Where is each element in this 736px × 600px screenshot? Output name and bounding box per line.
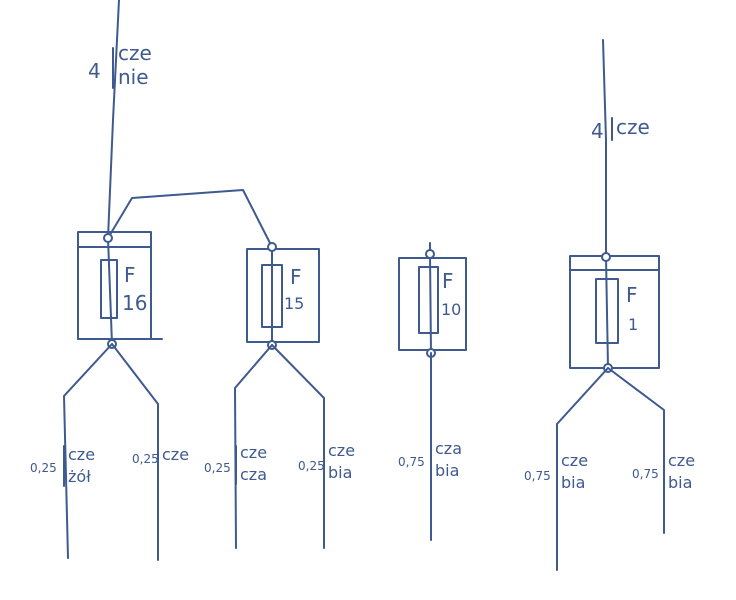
output-o1-size: 0,25 [30,461,57,475]
fuse-f10-letter: F [442,269,454,293]
fuse-f10-wire [429,253,432,354]
output-o2-size: 0,25 [132,452,159,466]
output-o5-color1: cza [435,439,462,458]
output-o3-color1: cze [240,443,267,462]
fuse-f16-wire [107,237,113,345]
output-o7-color2: bia [668,473,692,492]
output-o4-color2: bia [328,463,352,482]
output-o6-color2: bia [561,473,585,492]
fuse-f1-top-terminal [601,252,611,262]
fuse-f16-number: 16 [122,291,147,315]
fuse-f10-element [418,266,439,334]
output-o1-color2: żół [68,467,91,486]
output-o7-size: 0,75 [632,467,659,481]
fuse-f1-number: 1 [628,315,638,334]
output-o5-color2: bia [435,461,459,480]
left-feed-wire [107,0,120,239]
fuse-f15-housing [246,248,320,343]
output-label-o1: 0,25 cze żół [30,445,95,487]
fuse-f16: F 16 [77,231,163,349]
output-o6-size: 0,75 [524,469,551,483]
right-feed-wire [602,39,607,256]
f1-output-right-wire [607,367,665,534]
output-o4-size: 0,25 [298,459,325,473]
fuse-f1-wire [605,256,609,369]
output-o6-color1: cze [561,451,588,470]
output-o5-size: 0,75 [398,455,425,469]
output-o7-color1: cze [668,451,695,470]
output-label-o6: 0,75 cze bia [524,449,588,492]
fuse-f15-top-terminal [267,242,277,252]
fuse-f1-letter: F [626,283,638,307]
output-o2-color1: cze [162,445,189,464]
output-label-o3: 0,25 cze cza [204,443,267,485]
f15-output-left-wire [234,344,273,549]
output-o1-color1: cze [68,445,95,464]
fuse-f15: F 15 [246,242,320,350]
fuse-f15-letter: F [290,265,302,289]
fuse-f1-housing [569,255,660,369]
left-feed: 4 cze nie [88,0,152,239]
output-o3-size: 0,25 [204,461,231,475]
output-label-o5: 0,75 cza bia [398,439,462,480]
right-feed-size: 4 [591,119,604,143]
f16-output-right-wire [111,343,159,561]
output-o4-color1: cze [328,441,355,460]
fuse-f16-housing [77,231,152,340]
fuse-f15-number: 15 [284,294,304,313]
output-o3-color2: cza [240,465,267,484]
fuse-f10-top-terminal [425,249,435,259]
left-feed-color2: nie [118,65,149,89]
fuse-f16-top-terminal [103,233,113,243]
fuse-f10-number: 10 [441,300,461,319]
f16-output-left-wire [63,343,113,559]
fuse-f10: F 10 [398,242,467,358]
f1-output-left-wire [556,367,609,571]
fuse-f16-letter: F [124,263,136,287]
f15-output-right-wire [271,344,325,549]
bridge-wire [107,189,273,248]
right-feed: 4 cze [591,39,650,256]
output-label-o4: 0,25 cze bia [298,441,355,482]
left-feed-color1: cze [118,41,152,65]
output-label-o2: 0,25 cze [132,445,189,471]
right-feed-color1: cze [616,115,650,139]
fuse-f1: F 1 [569,252,660,373]
output-label-o7: 0,75 cze bia [632,449,695,492]
left-feed-size: 4 [88,59,101,83]
